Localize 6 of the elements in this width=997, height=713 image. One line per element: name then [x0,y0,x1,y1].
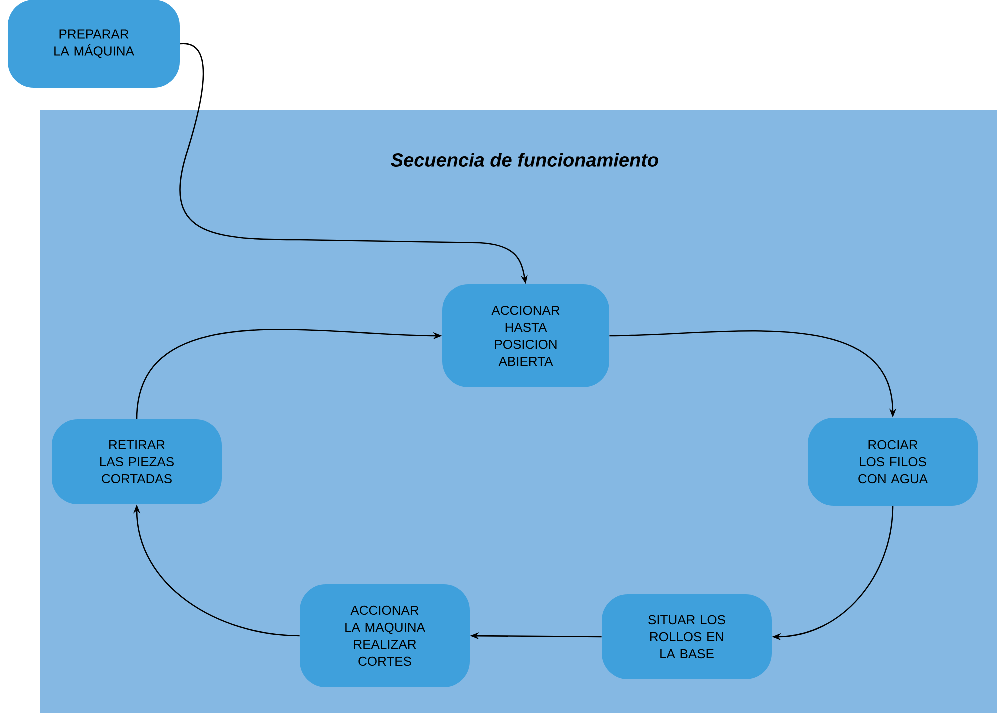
process-box: ACCIONAR LA MAQUINA REALIZAR CORTES [300,584,470,688]
process-box: SITUAR LOS ROLLOS EN LA BASE [602,594,772,680]
process-box: RETIRAR LAS PIEZAS CORTADAS [52,420,222,504]
process-box: ROCIAR LOS FILOS CON AGUA [808,418,978,506]
process-box: ACCIONAR HASTA POSICION ABIERTA [442,284,610,388]
process-box: PREPARAR LA MÁQUINA [8,0,180,88]
